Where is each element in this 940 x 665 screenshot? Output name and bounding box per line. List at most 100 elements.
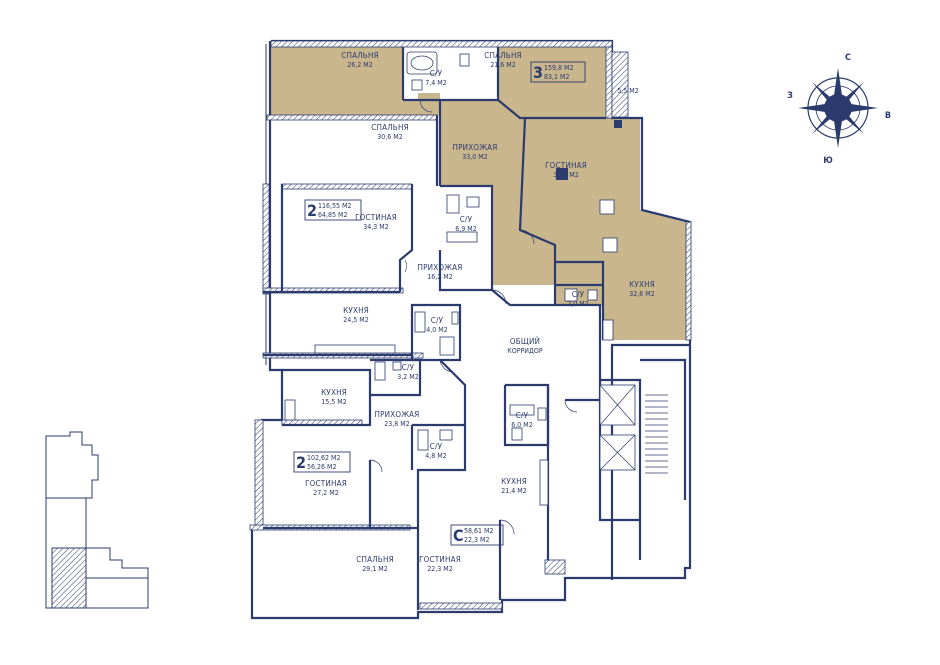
room-name: С/У [572, 290, 585, 299]
apartment-number: С [453, 526, 464, 545]
room-name: СПАЛЬНЯ [371, 123, 409, 132]
apartment-living-area: 64,85 М2 [318, 211, 347, 219]
columns [556, 120, 622, 253]
room-label: С/У2,0 М2 [567, 290, 588, 308]
balcony [611, 51, 629, 118]
room-name: С/У [516, 411, 529, 420]
apartment-living-area: 22,3 М2 [464, 536, 489, 544]
room-name: КУХНЯ [343, 306, 369, 315]
room-area: 16,2 М2 [427, 273, 452, 281]
stairwell [599, 384, 668, 474]
room-name: ПРИХОЖАЯ [452, 143, 497, 152]
apartment-total-area: 116,55 М2 [318, 202, 351, 210]
room-area: 33,0 М2 [462, 153, 487, 161]
room-name: КУХНЯ [501, 477, 527, 486]
apartment-living-area: 56,26 М2 [307, 463, 336, 471]
room-area: 6,9 М2 [455, 225, 476, 233]
apartment-number: 2 [296, 453, 306, 472]
room-name: КУХНЯ [321, 388, 347, 397]
room-area: 6,0 М2 [511, 421, 532, 429]
room-label: С/У4,8 М2 [425, 442, 446, 460]
room-name: ОБЩИЙ [510, 335, 540, 346]
room-name: СПАЛЬНЯ [484, 51, 522, 60]
compass-rose: С Ю В З [787, 53, 891, 166]
room-name: С/У [402, 363, 415, 372]
apartment-number: 3 [533, 63, 543, 82]
room-name: ГОСТИНАЯ [305, 479, 347, 488]
compass-south-label: Ю [823, 156, 833, 166]
room-area: 2,0 М2 [567, 300, 588, 308]
room-label: 5,5 М2 [617, 87, 638, 95]
room-area: 21,4 М2 [501, 487, 526, 495]
room-label: С/У3,2 М2 [397, 363, 418, 381]
room-name: КУХНЯ [629, 280, 655, 289]
room-area: 22,3 М2 [427, 565, 452, 573]
doors [369, 99, 578, 535]
room-area: 29,1 М2 [362, 565, 387, 573]
room-label: С/У6,9 М2 [455, 215, 476, 233]
room-area: 32,6 М2 [629, 290, 654, 298]
room-name: ГОСТИНАЯ [355, 213, 397, 222]
room-name: С/У [430, 69, 443, 78]
room-label: С/У4,0 М2 [426, 316, 447, 334]
apartment-total-area: 102,62 М2 [307, 454, 340, 462]
room-name: С/У [460, 215, 473, 224]
selected-apartment-3[interactable] [271, 47, 688, 340]
room-area: 27,2 М2 [313, 489, 338, 497]
apartment-box-frame [293, 451, 351, 473]
room-area: 21,6 М2 [490, 61, 515, 69]
room-area: 23,8 М2 [384, 420, 409, 428]
interior-walls [263, 47, 687, 610]
room-area: 15,5 М2 [321, 398, 346, 406]
apartment-box-frame [530, 61, 586, 83]
fixtures [284, 51, 614, 506]
key-plan [45, 431, 149, 609]
compass-west-label: З [787, 91, 793, 101]
room-area: 7,4 М2 [425, 79, 446, 87]
room-name: ГОСТИНАЯ [545, 161, 587, 170]
apartment-number: 2 [307, 201, 317, 220]
apartment-living-area: 83,1 М2 [544, 73, 569, 81]
compass-north-label: С [845, 53, 851, 63]
room-area: 24,5 М2 [343, 316, 368, 324]
room-name: С/У [431, 316, 444, 325]
room-name: ПРИХОЖАЯ [374, 410, 419, 419]
room-name: ГОСТИНАЯ [419, 555, 461, 564]
room-area: 4,0 М2 [426, 326, 447, 334]
room-area: 3,2 М2 [397, 373, 418, 381]
apartment-box-frame [304, 199, 362, 221]
room-name: ПРИХОЖАЯ [417, 263, 462, 272]
room-name: СПАЛЬНЯ [356, 555, 394, 564]
room-name: СПАЛЬНЯ [341, 51, 379, 60]
room-label: С/У6,0 М2 [511, 411, 532, 429]
room-area: 35,2 М2 [553, 171, 578, 179]
room-area: 4,8 М2 [425, 452, 446, 460]
room-name: С/У [430, 442, 443, 451]
room-area: 5,5 М2 [617, 87, 638, 95]
apartment-box-frame [450, 524, 504, 546]
room-area: 30,6 М2 [377, 133, 402, 141]
room-area: 34,3 М2 [363, 223, 388, 231]
